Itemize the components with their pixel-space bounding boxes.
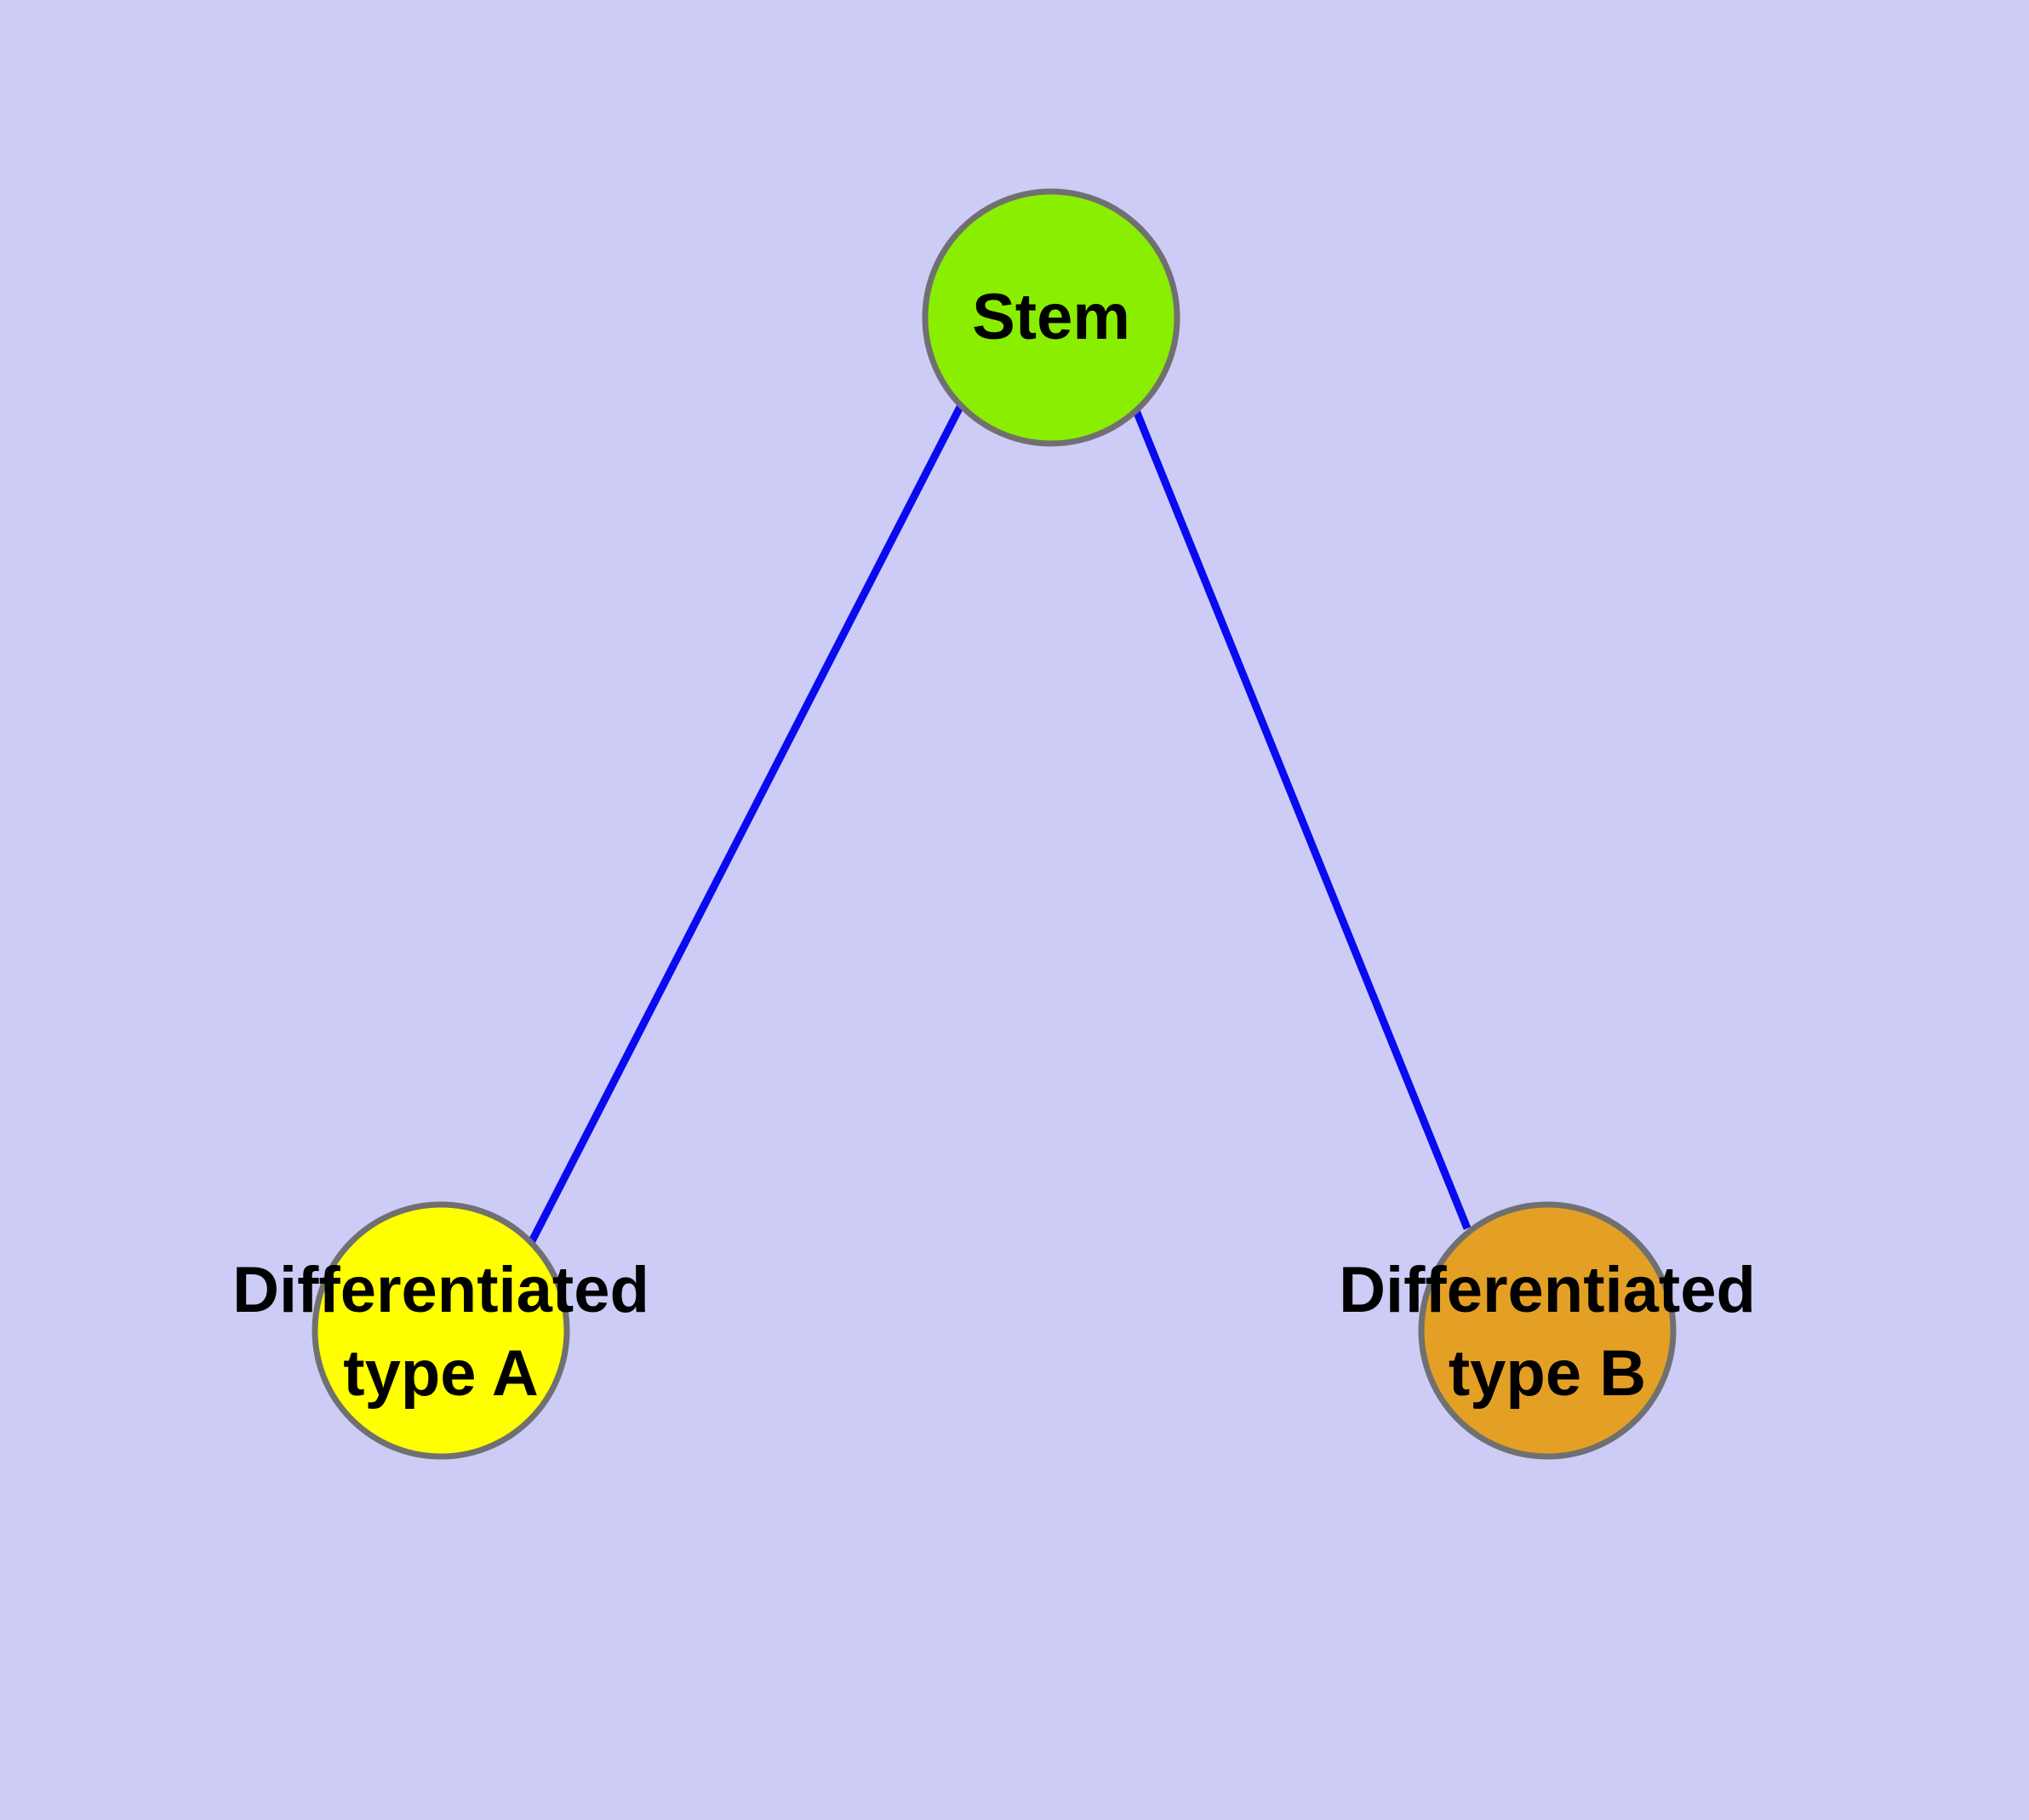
node-layer: Stem (311, 188, 1677, 1460)
edge-layer (528, 398, 1472, 1244)
edge-stem-to-differentiated-type-a[interactable] (528, 404, 964, 1244)
node-differentiated-type-a-circle[interactable] (311, 1201, 570, 1460)
node-differentiated-type-b[interactable] (1418, 1201, 1677, 1460)
edge-stem-to-differentiated-type-b[interactable] (1128, 398, 1472, 1230)
node-differentiated-type-a-label-line1: Differentiated (232, 1254, 649, 1326)
node-differentiated-type-a[interactable] (311, 1201, 570, 1460)
node-stem-circle[interactable] (922, 188, 1180, 447)
node-differentiated-type-b-label-line2: type B (1449, 1337, 1646, 1410)
node-label-layer: Differentiated type A Differentiated typ… (232, 1254, 1756, 1410)
node-stem-label: Stem (972, 281, 1130, 353)
node-differentiated-type-b-circle[interactable] (1418, 1201, 1677, 1460)
node-stem[interactable]: Stem (922, 188, 1180, 447)
node-differentiated-type-a-label-line2: type A (343, 1337, 538, 1410)
node-differentiated-type-b-label-line1: Differentiated (1339, 1254, 1756, 1326)
